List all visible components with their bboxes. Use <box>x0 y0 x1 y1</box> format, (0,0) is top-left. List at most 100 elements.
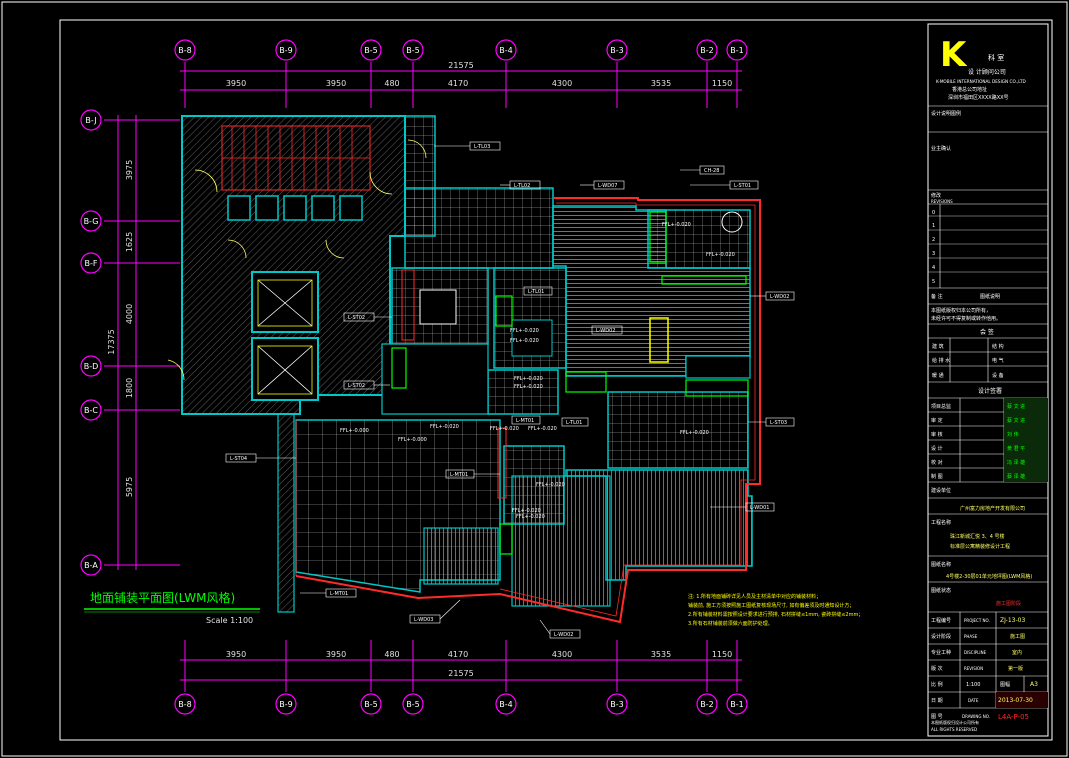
tag-label: L-TL01 <box>528 289 544 295</box>
sign-header: 会 签 <box>980 328 994 336</box>
dim-bottom: 4300 <box>552 650 572 659</box>
approval-name: 刘 伟 <box>1007 431 1019 438</box>
wood-floor-front <box>511 475 611 607</box>
field-value: 第一版 <box>1008 665 1023 672</box>
elevator-inner <box>257 279 313 327</box>
level-label: FFL+-0.020 <box>662 222 691 228</box>
material-tags: L-TL03 L-TL02 L-WD07 CH-28 L-ST01 L-WD02… <box>225 141 795 639</box>
note-line: 注: 1.所有地面铺砖详见人员及主材清单中对应的铺装材料； <box>688 593 821 600</box>
dwg-label: 图 号 <box>931 714 943 720</box>
tag-label: L-WD01 <box>750 505 769 511</box>
dim-top: 480 <box>384 79 399 88</box>
shaft <box>339 195 363 221</box>
dim-total-left: 17375 <box>107 329 116 354</box>
tag-label: L-ST02 <box>348 315 365 321</box>
logo-line1: 设 计顾问公司 <box>968 68 1006 76</box>
field-value: ZJ-13-03 <box>1000 617 1025 624</box>
logo-line2: K-MOBILE INTERNATIONAL DESIGN CO.,LTD <box>936 79 1026 84</box>
left-grid-axes <box>104 115 180 570</box>
dim-bottom: 3950 <box>226 650 246 659</box>
grid-label-top: B-8 <box>178 46 191 55</box>
drawing-name: 4号楼2-30层01单元地坪图(LWM风格) <box>946 573 1032 580</box>
field-label: 设计阶段 <box>931 633 951 640</box>
tub <box>721 211 743 233</box>
grid-label-top: B-9 <box>279 46 292 55</box>
hall <box>381 343 489 415</box>
perimeter-line-inner <box>499 202 756 617</box>
cabinet <box>685 379 749 397</box>
approval-header: 设计签署 <box>978 387 1002 395</box>
field-value: 室内 <box>1012 649 1022 656</box>
dim-top: 1150 <box>712 79 732 88</box>
dim-bottom: 4170 <box>448 650 468 659</box>
revision-no: 5 <box>932 279 935 285</box>
kitchen <box>391 267 489 345</box>
grid-label-bottom: B-8 <box>178 700 191 709</box>
inner-border <box>59 19 1053 741</box>
utility <box>487 369 559 415</box>
top-grid-axes <box>180 62 742 108</box>
note-line: 3.所有石材铺装前须做六面防护处理。 <box>688 620 773 627</box>
dwg-label-en: DRAWING NO. <box>962 714 990 719</box>
dim-bottom: 3950 <box>326 650 346 659</box>
tag-label: L-ST02 <box>348 383 365 389</box>
field-label: 专业工种 <box>931 649 951 656</box>
size-label: 图幅 <box>1000 681 1010 688</box>
tag-label: L-WD03 <box>414 617 433 623</box>
grid-label-left: B-F <box>85 259 98 268</box>
grid-label-bottom: B-2 <box>700 700 713 709</box>
dim-left: 1625 <box>125 232 134 252</box>
drawing-title: 地面铺装平面图(LWM风格) <box>90 590 235 605</box>
remark-label: 备 注 <box>931 293 943 300</box>
bath-box <box>511 319 553 357</box>
dim-bottom: 1150 <box>712 650 732 659</box>
section-client: 业主确认 <box>931 145 951 152</box>
bottom-grid-axes <box>180 640 742 692</box>
grid-label-bottom: B-9 <box>279 700 292 709</box>
dim-total-bottom: 21575 <box>448 669 473 678</box>
tag-label: L-WD02 <box>596 328 615 334</box>
dim-top: 3950 <box>226 79 246 88</box>
size-value: A3 <box>1030 681 1038 688</box>
tiled-entry <box>404 115 436 237</box>
field-label: 工程编号 <box>931 617 951 624</box>
field-label-en: PHASE <box>964 634 978 639</box>
note-line: 铺装前, 施工方须按照施工图纸复核现场尺寸, 如有偏差须及时通知设计方； <box>688 602 854 609</box>
sign-label: 建 筑 <box>932 343 944 350</box>
dwg-no-box <box>996 692 1048 708</box>
tag-label: L-MT01 <box>516 418 534 424</box>
level-label: FFL+-0.020 <box>510 338 539 344</box>
revision-header-en: REVISIONS <box>931 199 953 204</box>
approval-fill <box>1004 398 1048 482</box>
date-value: 2013-07-30 <box>998 697 1033 704</box>
approval-label: 项目总监 <box>931 403 951 410</box>
level-label: FFL+-0.020 <box>490 426 519 432</box>
floor-plan: FFL+-0.000 FFL+-0.000 FFL+-0.020 FFL+-0.… <box>167 115 761 624</box>
level-label: FFL+-0.020 <box>528 426 557 432</box>
approval-name: 蔡 文 进 <box>1007 417 1025 424</box>
level-label: FFL+-0.000 <box>398 437 427 443</box>
note-line: 2.所有铺装材料需按照设计要求进行预排, 石材拼缝≤1mm, 瓷砖拼缝≤2mm； <box>688 611 863 618</box>
sign-value: 设 备 <box>992 372 1004 379</box>
red-accent <box>497 427 507 499</box>
date-label: 日 期 <box>931 698 943 704</box>
scale-value: 1:100 <box>966 682 980 688</box>
approval-label: 设 计 <box>931 445 943 452</box>
tag-label: L-MT01 <box>450 472 468 478</box>
cabinet <box>565 371 607 393</box>
sign-label: 给 排 水 <box>932 357 950 364</box>
grid-label-top: B-3 <box>610 46 623 55</box>
dwg-value: L4A-P-05 <box>998 713 1029 721</box>
wardrobe <box>649 317 669 363</box>
dim-top: 3535 <box>651 79 671 88</box>
logo-letter: K <box>940 35 968 75</box>
grid-label-left: B-J <box>85 116 96 125</box>
revision-no: 3 <box>932 251 935 257</box>
approval-name: 冯 泽 雄 <box>1007 459 1025 466</box>
tag-label: L-TL03 <box>474 144 490 150</box>
top-grid-bubbles <box>174 39 748 61</box>
dim-bottom: 3535 <box>651 650 671 659</box>
tag-label: L-WD07 <box>598 183 617 189</box>
dim-top: 4170 <box>448 79 468 88</box>
